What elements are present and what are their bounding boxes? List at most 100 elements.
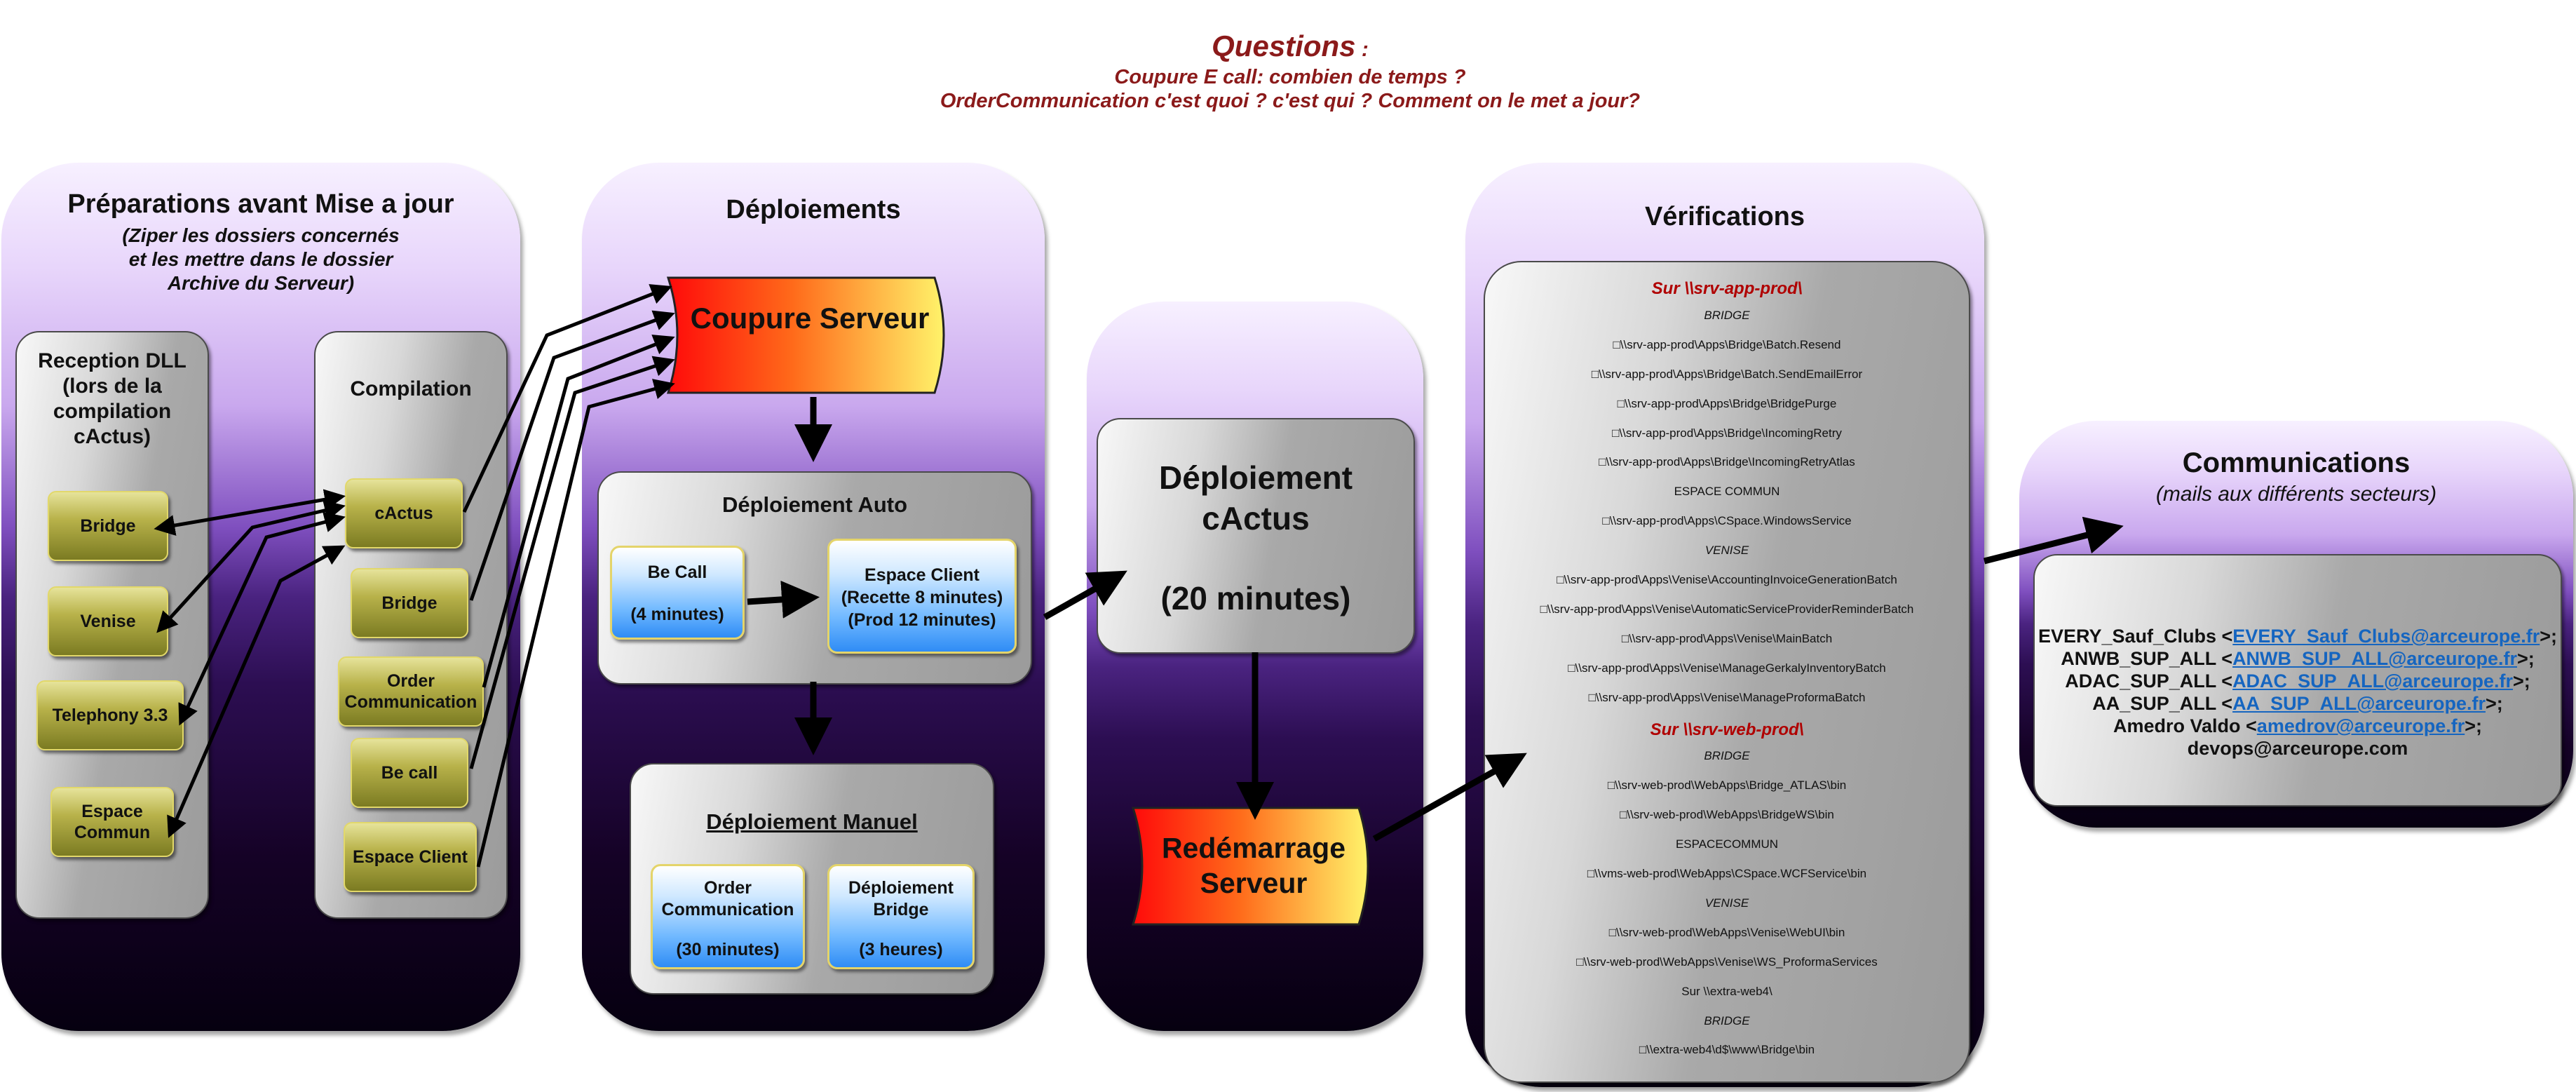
recipient-name: ADAC_SUP_ALL < [2065, 670, 2233, 692]
verification-path: BRIDGE [1704, 308, 1750, 322]
recipient-email-link[interactable]: ANWB_SUP_ALL@arceurope.fr [2232, 648, 2517, 669]
verification-path: ESPACE COMMUN [1674, 485, 1780, 499]
recipient-line: devops@arceurope.com [2035, 738, 2561, 760]
preparations-title: Préparations avant Mise a jour [67, 189, 454, 219]
recipient-line: ANWB_SUP_ALL <ANWB_SUP_ALL@arceurope.fr>… [2035, 648, 2561, 670]
arrow-becall-coupure [469, 356, 675, 769]
recipient-suffix: >; [2540, 626, 2558, 647]
communications-recipients-box: EVERY_Sauf_Clubs <EVERY_Sauf_Clubs@arceu… [2033, 554, 2562, 807]
arrow-order-coupure [482, 335, 675, 688]
reception-title-2: (lors de la [62, 375, 162, 398]
reception-title-4: cActus) [73, 425, 151, 448]
preparations-subtitle-3: Archive du Serveur) [167, 272, 355, 294]
deploiement-auto-title: Déploiement Auto [721, 492, 908, 517]
questions-title: Questions : [1212, 29, 1369, 62]
recipient-name: AA_SUP_ALL < [2092, 693, 2233, 714]
verification-path: □\\extra-web4\d$\www\Bridge\bin [1639, 1043, 1815, 1057]
recipient-email-link[interactable]: ADAC_SUP_ALL@arceurope.fr [2232, 670, 2513, 692]
order-communication-box: Order Communication (30 minutes) [651, 864, 805, 969]
recipient-email-link[interactable]: amedrov@arceurope.fr [2256, 715, 2465, 736]
espace-client-line-1: Espace Client [865, 565, 979, 585]
espace-client-line-2: (Recette 8 minutes) [841, 588, 1003, 607]
arrow-becall-espace [747, 580, 820, 619]
reception-item-espace-commun: Espace Commun [50, 787, 174, 857]
recipient-suffix: >; [2465, 715, 2482, 736]
arrow-espace-commun-cactus [167, 545, 346, 838]
coupure-serveur-banner: Coupure Serveur [663, 274, 957, 397]
recipient-suffix: >; [2516, 648, 2535, 669]
recipient-name: ANWB_SUP_ALL < [2061, 648, 2233, 669]
order-communication-name: Order Communication [661, 878, 794, 920]
verification-path: □\\srv-app-prod\Apps\Venise\MainBatch [1621, 631, 1833, 645]
compilation-title: Compilation [350, 377, 472, 400]
verification-path: □\\vms-web-prod\WebApps\CSpace.WCFServic… [1587, 867, 1867, 880]
redemarrage-serveur-banner: Redémarrage Serveur [1127, 804, 1380, 929]
compilation-item-be-call: Be call [351, 738, 468, 808]
be-call-box: Be Call (4 minutes) [610, 546, 745, 640]
reception-item-bridge: Bridge [48, 491, 168, 561]
verification-path: □\\srv-app-prod\Apps\Bridge\Batch.SendEm… [1591, 367, 1863, 381]
verification-path: BRIDGE [1704, 1013, 1750, 1027]
reception-item-telephony: Telephony 3.3 [36, 680, 184, 750]
verification-path: □\\srv-app-prod\Apps\Bridge\IncomingRetr… [1599, 455, 1855, 469]
preparations-subtitle-2: et les mettre dans le dossier [128, 248, 393, 270]
deploiement-bridge-time: (3 heures) [859, 940, 943, 959]
recipient-email-link[interactable]: EVERY_Sauf_Clubs@arceurope.fr [2232, 626, 2540, 647]
arrow-espace-client-coupure [476, 379, 675, 868]
verification-path: □\\srv-app-prod\Apps\CSpace.WindowsServi… [1602, 514, 1852, 528]
question-line-1: Coupure E call: combien de temps ? [1114, 66, 1466, 88]
arrow-verifications-communications [1983, 516, 2124, 565]
be-call-name: Be Call [647, 562, 707, 582]
recipient-line: AA_SUP_ALL <AA_SUP_ALL@arceurope.fr>; [2035, 693, 2561, 715]
recipient-suffix: >; [2512, 670, 2530, 692]
compilation-item-order-communication: Order Communication [338, 656, 484, 727]
communications-title: Communications [2182, 447, 2411, 478]
verifications-title: Vérifications [1644, 202, 1805, 231]
verification-path: □\\srv-web-prod\WebApps\Venise\WS_Profor… [1576, 955, 1878, 969]
deploiement-bridge-box: Déploiement Bridge (3 heures) [827, 864, 975, 969]
arrow-cactus-coupure [462, 284, 672, 513]
verification-server-heading: Sur \\srv-web-prod\ [1650, 720, 1804, 739]
compilation-item-bridge: Bridge [351, 568, 468, 638]
arrow-bridge-coupure [469, 310, 675, 601]
redemarrage-serveur-label: Redémarrage Serveur [1161, 832, 1346, 900]
verification-path: VENISE [1704, 896, 1749, 910]
verifications-list: Sur \\srv-app-prod\ BRIDGE □\\srv-app-prod… [1485, 262, 1969, 1081]
deploiement-cactus-time: (20 minutes) [1160, 580, 1351, 616]
recipient-email-link[interactable]: AA_SUP_ALL@arceurope.fr [2232, 693, 2486, 714]
verification-server-heading: Sur \\srv-app-prod\ [1651, 279, 1803, 298]
reception-title-3: compilation [53, 400, 172, 423]
verification-path: □\\srv-app-prod\Apps\Bridge\IncomingRetr… [1612, 426, 1842, 440]
verification-path: □\\srv-app-prod\Apps\Bridge\BridgePurge [1617, 396, 1837, 410]
compilation-item-cactus: cActus [345, 478, 463, 548]
deploiement-cactus-line-2: cActus [1202, 500, 1310, 537]
verification-path: ESPACECOMMUN [1675, 837, 1779, 851]
question-line-2: OrderCommunication c'est quoi ? c'est qu… [940, 90, 1641, 112]
verification-path: □\\srv-app-prod\Apps\Venise\AccountingIn… [1557, 573, 1897, 586]
verification-path: □\\srv-web-prod\WebApps\Venise\WebUI\bin [1608, 925, 1845, 939]
verifications-list-box: Sur \\srv-app-prod\ BRIDGE □\\srv-app-prod… [1484, 261, 1970, 1083]
verification-path: VENISE [1704, 544, 1749, 558]
verification-path: □\\srv-web-prod\WebApps\Bridge_ATLAS\bin [1607, 778, 1847, 793]
recipient-suffix: >; [2485, 693, 2503, 714]
communications-subtitle: (mails aux différents secteurs) [2155, 483, 2437, 506]
arrow-redemarrage-verifications [1372, 753, 1527, 842]
reception-item-venise: Venise [48, 586, 168, 656]
recipient-name: EVERY_Sauf_Clubs < [2038, 626, 2233, 647]
deploiements-title: Déploiements [726, 195, 901, 224]
verification-path: □\\srv-web-prod\WebApps\BridgeWS\bin [1620, 808, 1834, 822]
recipient-name: Amedro Valdo < [2113, 715, 2257, 736]
espace-client-line-3: (Prod 12 minutes) [848, 610, 996, 630]
arrow-deploiements-cactus [1043, 570, 1127, 620]
verification-path: □\\srv-app-prod\Apps\Venise\ManageProfor… [1588, 690, 1866, 704]
deploiement-bridge-name: Déploiement Bridge [848, 878, 954, 920]
verification-path: □\\srv-app-prod\Apps\Venise\ManageGerkal… [1568, 661, 1886, 675]
compilation-item-espace-client: Espace Client [344, 822, 477, 892]
coupure-serveur-label: Coupure Serveur [690, 302, 930, 335]
espace-client-box: Espace Client (Recette 8 minutes) (Prod … [827, 539, 1017, 654]
order-communication-time: (30 minutes) [676, 940, 780, 959]
recipient-line: Amedro Valdo <amedrov@arceurope.fr>; [2035, 715, 2561, 737]
preparations-subtitle-1: (Ziper les dossiers concernés [122, 224, 400, 246]
be-call-time: (4 minutes) [630, 605, 724, 624]
